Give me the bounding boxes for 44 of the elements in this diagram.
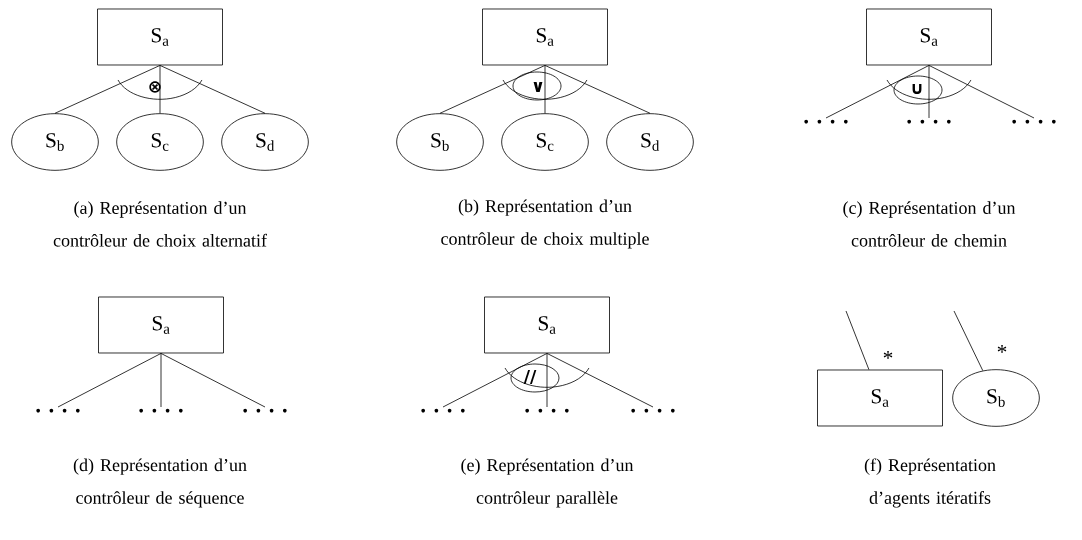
connector-line — [825, 65, 930, 119]
operator-symbol: // — [523, 369, 537, 385]
connector-line — [546, 353, 548, 408]
connector-line — [160, 353, 162, 408]
connector-line — [845, 310, 870, 370]
connector-line — [54, 65, 161, 114]
ellipsis-dots: . . . . — [243, 408, 287, 413]
connector-line — [546, 353, 654, 408]
agent-box: S$_{a}$ — [817, 369, 943, 427]
ellipsis-dots: . . . . — [804, 119, 848, 124]
caption: (d) Représentation d’un contrôleur de séquence — [73, 458, 247, 508]
agent-box: S$_{a}$ — [484, 296, 610, 354]
caption: (e) Représentation d’un contrôleur parallèle — [461, 458, 634, 508]
ellipsis-dots: . . . . — [631, 408, 675, 413]
caption: (a) Représentation d’un contrôleur de choix alternatif — [53, 201, 267, 247]
operator-symbol: ∪ — [912, 84, 922, 94]
edge-label: * — [883, 351, 893, 359]
caption: (c) Représentation d’un contrôleur de chemin — [843, 201, 1016, 247]
edge-label: * — [997, 345, 1007, 353]
ellipsis-dots: . . . . — [907, 119, 951, 124]
ellipsis-dots: . . . . — [36, 408, 80, 413]
connector-line — [953, 310, 984, 371]
operator-symbol: ∨ — [533, 82, 543, 92]
caption: (b) Représentation d’un contrôleur de choix multiple — [441, 199, 649, 249]
operator-symbol: ⊗ — [149, 81, 161, 93]
connector-line — [544, 65, 546, 114]
agent-box: S$_{a}$ — [97, 8, 223, 66]
connector-line — [439, 65, 546, 114]
connector-line — [544, 65, 651, 114]
ellipsis-dots: . . . . — [525, 408, 569, 413]
connector-line — [160, 353, 266, 408]
agent-box: S$_{a}$ — [866, 8, 992, 66]
ellipsis-dots: . . . . — [139, 408, 183, 413]
ellipsis-dots: . . . . — [421, 408, 465, 413]
connector-line — [159, 65, 161, 114]
ellipsis-dots: . . . . — [1012, 119, 1056, 124]
connector-line — [928, 65, 930, 119]
connector-line — [928, 65, 1035, 119]
agent-box: S$_{a}$ — [482, 8, 608, 66]
connector-line — [57, 353, 162, 408]
connector-line — [442, 353, 548, 408]
caption: (f) Représentation d’agents itératifs — [864, 458, 996, 508]
connector-line — [159, 65, 266, 114]
agent-box: S$_{a}$ — [98, 296, 224, 354]
